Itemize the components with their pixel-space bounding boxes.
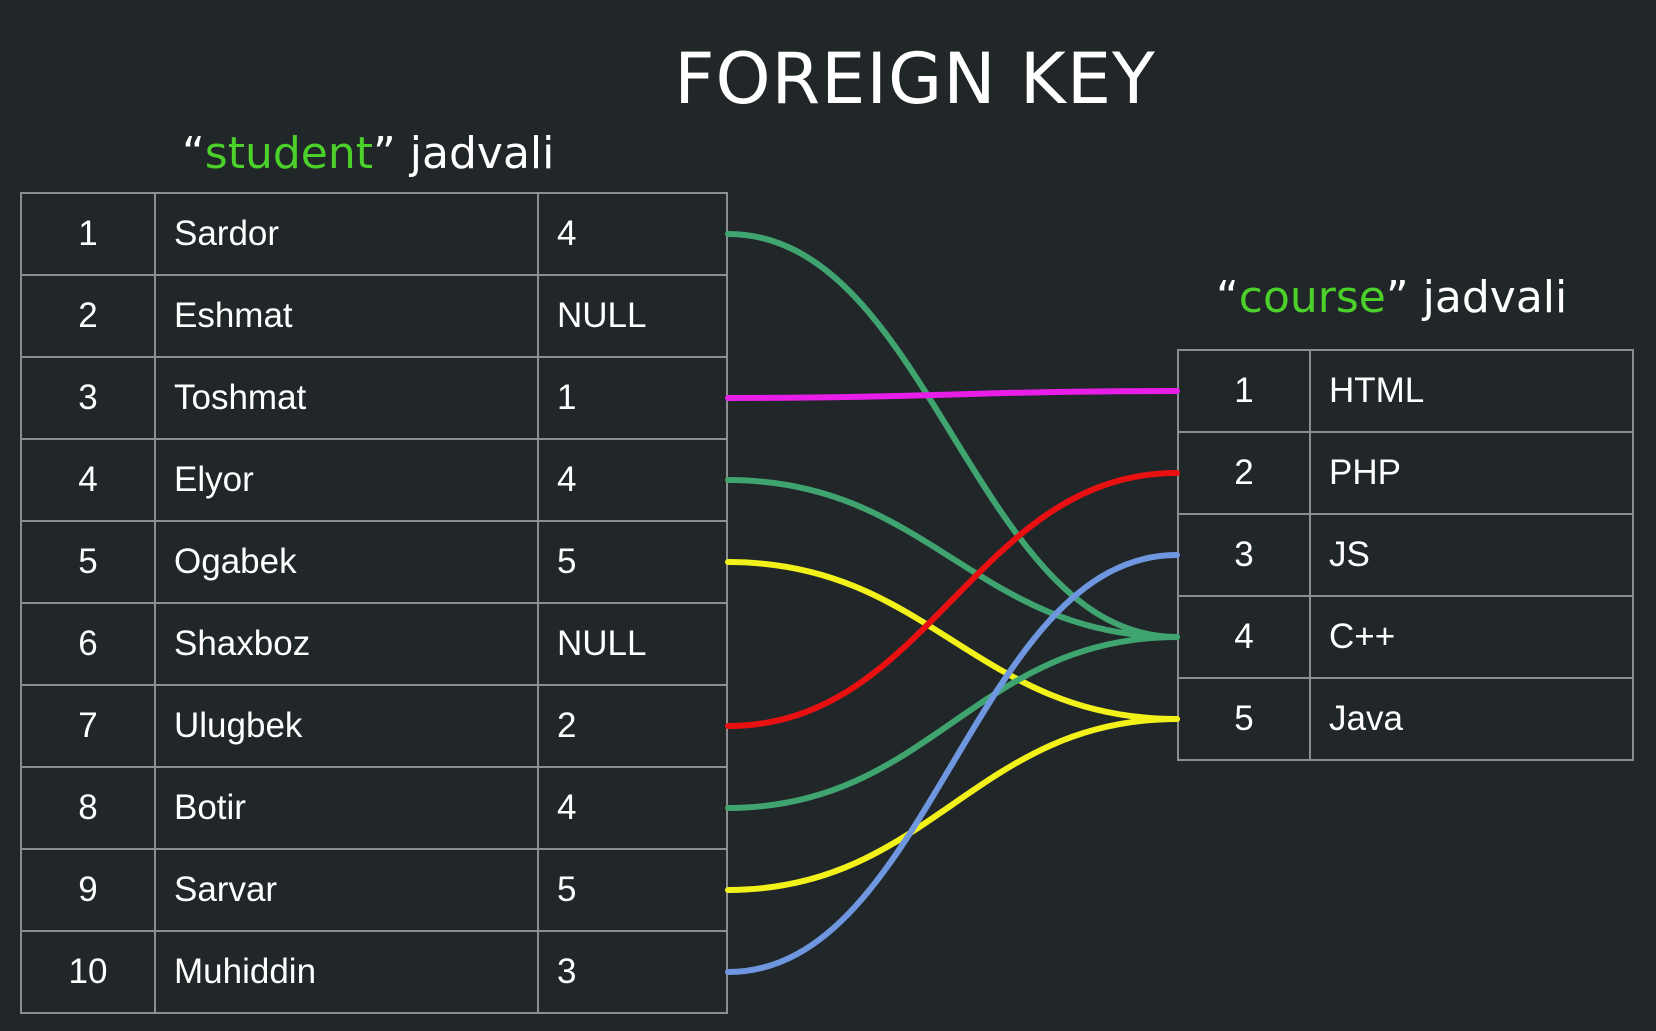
fk-link-student-3-to-course-1 [725, 388, 1180, 401]
student-id-cell: 8 [20, 766, 156, 850]
course-name-cell: JS [1309, 513, 1634, 597]
student-id-cell: 2 [20, 274, 156, 358]
course-row: 5 Java [1177, 677, 1634, 761]
course-id-cell: 5 [1177, 677, 1311, 761]
student-course-id-cell: 5 [537, 848, 728, 932]
course-id-cell: 2 [1177, 431, 1311, 515]
student-row: 7 Ulugbek 2 [20, 684, 728, 768]
student-table: 1 Sardor 4 2 Eshmat NULL 3 Toshmat 1 4 E… [20, 192, 728, 1014]
caption-open-quote: “ [1216, 272, 1239, 323]
student-row: 3 Toshmat 1 [20, 356, 728, 440]
student-course-id-cell: 5 [537, 520, 728, 604]
student-id-cell: 1 [20, 192, 156, 276]
student-row: 5 Ogabek 5 [20, 520, 728, 604]
caption-open-quote: “ [182, 128, 205, 179]
student-course-id-cell: 2 [537, 684, 728, 768]
student-name-cell: Eshmat [154, 274, 539, 358]
course-name-cell: Java [1309, 677, 1634, 761]
student-course-id-cell: 3 [537, 930, 728, 1014]
fk-link-student-9-to-course-5 [725, 716, 1180, 893]
student-name-cell: Elyor [154, 438, 539, 522]
student-row: 6 Shaxboz NULL [20, 602, 728, 686]
course-table-name: course [1238, 272, 1386, 323]
course-row: 3 JS [1177, 513, 1634, 597]
student-row: 4 Elyor 4 [20, 438, 728, 522]
fk-link-student-5-to-course-5 [725, 559, 1180, 722]
student-row: 8 Botir 4 [20, 766, 728, 850]
student-course-id-cell: 1 [537, 356, 728, 440]
student-course-id-cell: NULL [537, 274, 728, 358]
student-name-cell: Sarvar [154, 848, 539, 932]
student-id-cell: 4 [20, 438, 156, 522]
student-row: 9 Sarvar 5 [20, 848, 728, 932]
course-row: 2 PHP [1177, 431, 1634, 515]
student-id-cell: 3 [20, 356, 156, 440]
student-course-id-cell: 4 [537, 438, 728, 522]
student-course-id-cell: NULL [537, 602, 728, 686]
course-name-cell: C++ [1309, 595, 1634, 679]
student-name-cell: Shaxboz [154, 602, 539, 686]
student-name-cell: Toshmat [154, 356, 539, 440]
course-table: 1 HTML 2 PHP 3 JS 4 C++ 5 Java [1177, 349, 1634, 761]
student-row: 10 Muhiddin 3 [20, 930, 728, 1014]
student-name-cell: Ulugbek [154, 684, 539, 768]
course-id-cell: 4 [1177, 595, 1311, 679]
course-name-cell: HTML [1309, 349, 1634, 433]
caption-rest: ” jadvali [373, 128, 555, 179]
caption-rest: ” jadvali [1385, 272, 1568, 323]
student-name-cell: Muhiddin [154, 930, 539, 1014]
course-id-cell: 1 [1177, 349, 1311, 433]
student-id-cell: 5 [20, 520, 156, 604]
diagram-title: FOREIGN KEY [674, 38, 1156, 120]
fk-link-student-7-to-course-2 [725, 470, 1180, 729]
course-name-cell: PHP [1309, 431, 1634, 515]
student-course-id-cell: 4 [537, 192, 728, 276]
fk-link-student-10-to-course-3 [725, 552, 1180, 975]
student-row: 1 Sardor 4 [20, 192, 728, 276]
course-id-cell: 3 [1177, 513, 1311, 597]
student-id-cell: 10 [20, 930, 156, 1014]
fk-link-student-1-to-course-4 [725, 231, 1180, 640]
student-name-cell: Sardor [154, 192, 539, 276]
student-table-name: student [204, 128, 373, 179]
course-row: 4 C++ [1177, 595, 1634, 679]
fk-link-student-8-to-course-4 [725, 634, 1180, 811]
student-row: 2 Eshmat NULL [20, 274, 728, 358]
course-table-caption: “course” jadvali [1216, 272, 1567, 323]
student-table-caption: “student” jadvali [182, 128, 554, 179]
fk-link-student-4-to-course-4 [725, 477, 1180, 640]
student-name-cell: Botir [154, 766, 539, 850]
student-name-cell: Ogabek [154, 520, 539, 604]
student-id-cell: 7 [20, 684, 156, 768]
student-id-cell: 9 [20, 848, 156, 932]
course-row: 1 HTML [1177, 349, 1634, 433]
student-course-id-cell: 4 [537, 766, 728, 850]
student-id-cell: 6 [20, 602, 156, 686]
